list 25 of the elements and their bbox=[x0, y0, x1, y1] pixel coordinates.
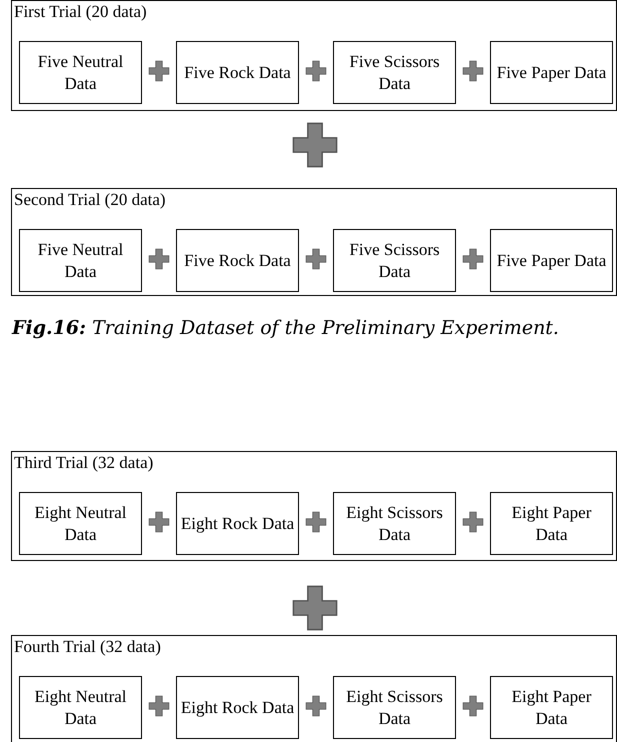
data-box: Eight Paper Data bbox=[490, 676, 613, 739]
data-box: Five Paper Data bbox=[490, 41, 613, 104]
data-box: Eight Paper Data bbox=[490, 492, 613, 555]
group-heading: Second Trial (20 data) bbox=[14, 190, 166, 210]
group-panel bbox=[11, 0, 617, 111]
figure-caption: Fig.16: Training Dataset of the Preliminary Experiment. bbox=[12, 316, 560, 341]
data-box: Five Neutral Data bbox=[19, 229, 142, 292]
data-box: Eight Scissors Data bbox=[333, 676, 456, 739]
data-box: Five Scissors Data bbox=[333, 41, 456, 104]
data-box: Eight Neutral Data bbox=[19, 676, 142, 739]
data-box: Five Scissors Data bbox=[333, 229, 456, 292]
data-box: Eight Neutral Data bbox=[19, 492, 142, 555]
group-heading: First Trial (20 data) bbox=[14, 2, 147, 22]
group-panel bbox=[11, 635, 617, 742]
data-box: Eight Scissors Data bbox=[333, 492, 456, 555]
data-box: Eight Rock Data bbox=[176, 492, 299, 555]
group-heading: Fourth Trial (32 data) bbox=[14, 637, 161, 657]
group-panel bbox=[11, 188, 617, 296]
data-box: Five Rock Data bbox=[176, 229, 299, 292]
group-panel bbox=[11, 451, 617, 561]
data-box: Five Rock Data bbox=[176, 41, 299, 104]
data-box: Five Paper Data bbox=[490, 229, 613, 292]
group-heading: Third Trial (32 data) bbox=[14, 453, 154, 473]
data-box: Eight Rock Data bbox=[176, 676, 299, 739]
data-box: Five Neutral Data bbox=[19, 41, 142, 104]
